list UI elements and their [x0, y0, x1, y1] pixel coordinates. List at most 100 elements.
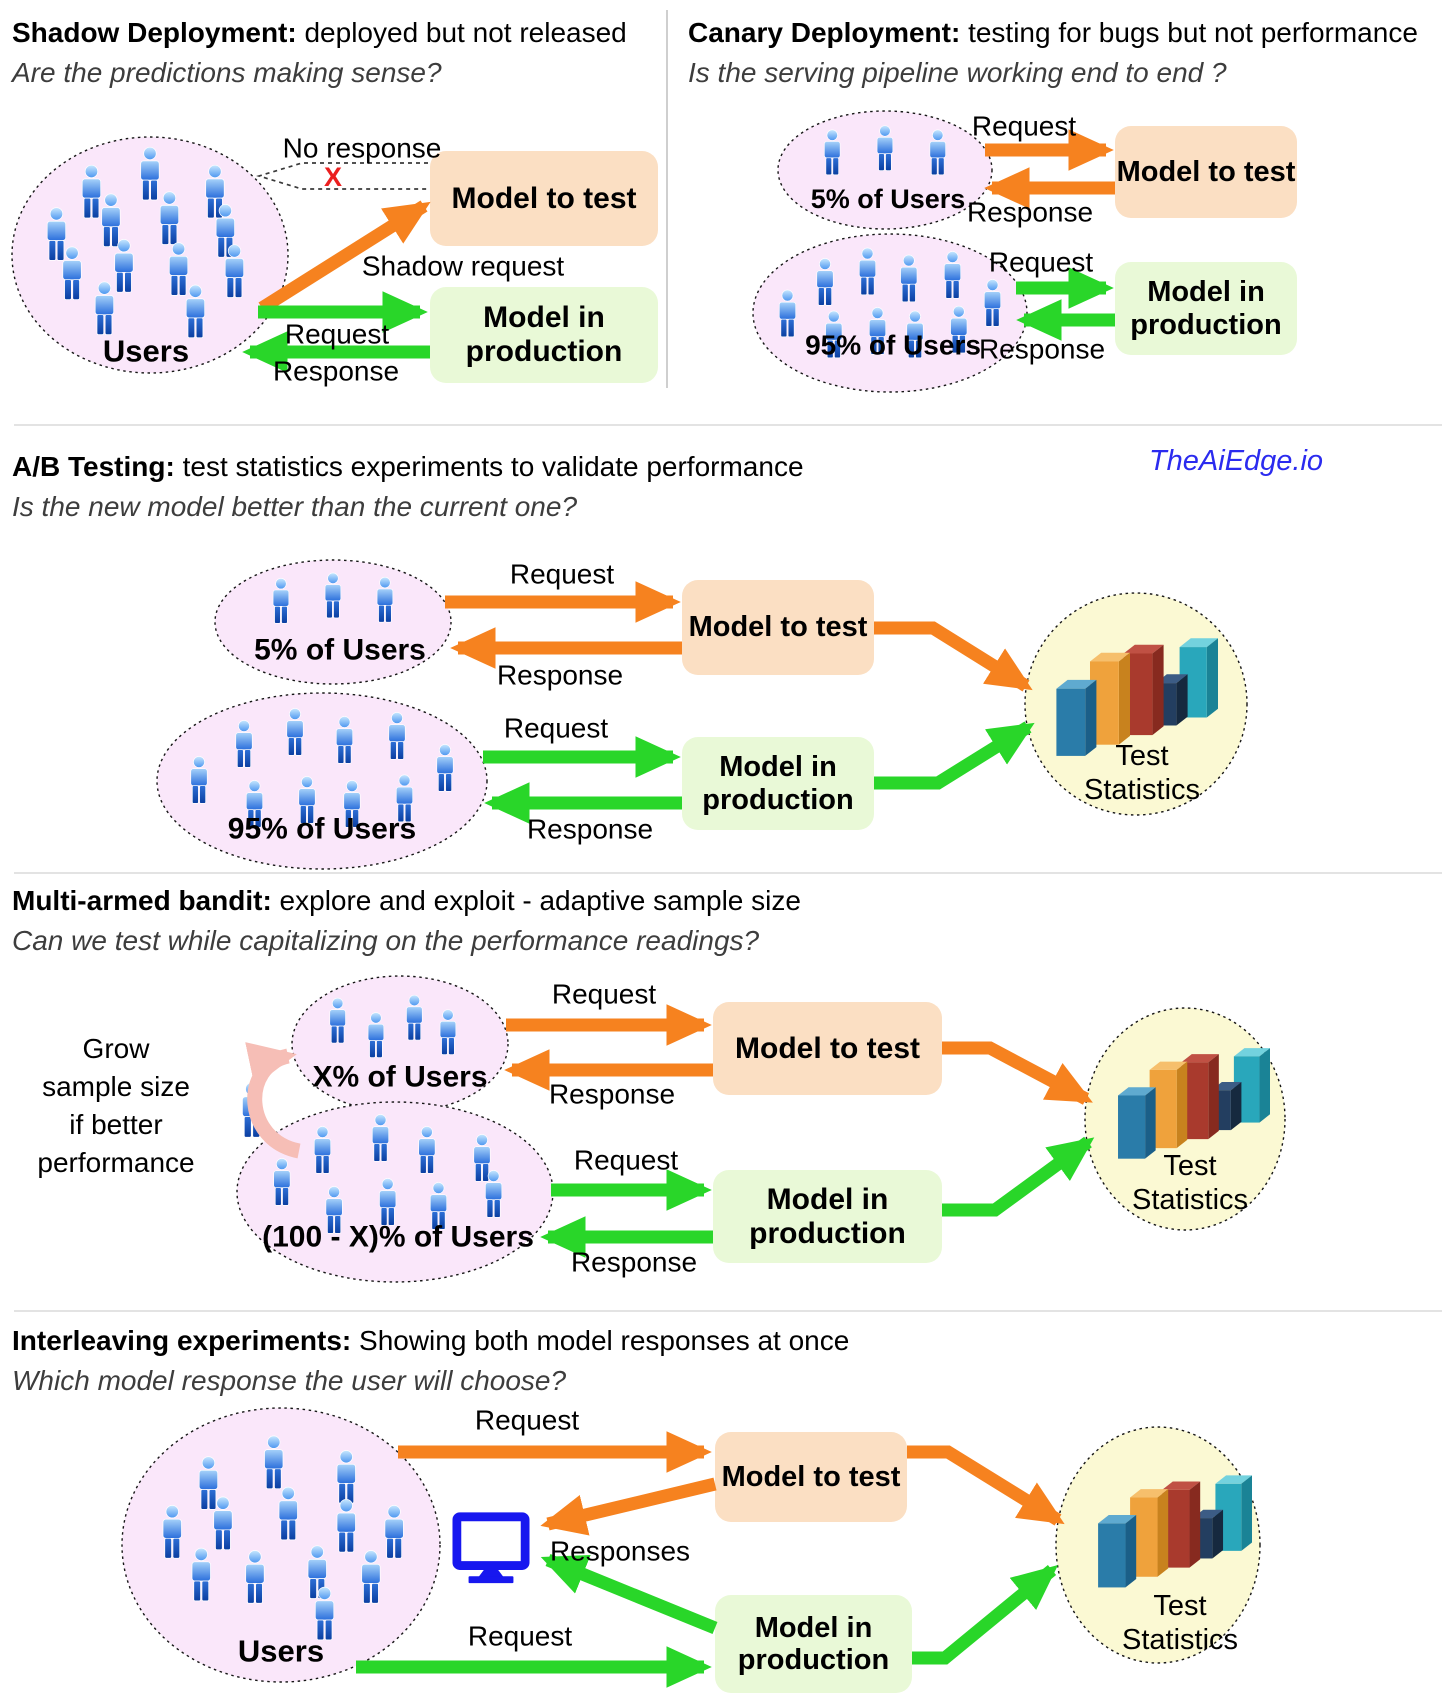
shadow-model-in-production-label: Model in production	[465, 301, 623, 368]
bandit-title-strong: Multi-armed bandit:	[12, 885, 272, 916]
canary-response-prod-label: Response	[978, 333, 1106, 365]
shadow-users-group	[46, 146, 245, 339]
person-icon	[185, 284, 206, 339]
interleaving-request-prod-label: Request	[467, 1620, 573, 1652]
person-icon	[114, 239, 134, 293]
bandit-request-prod-label: Request	[573, 1144, 679, 1176]
shadow-subtitle: Are the predictions making sense?	[12, 57, 442, 88]
person-icon	[191, 1547, 211, 1602]
person-icon	[900, 254, 918, 303]
person-icon	[778, 289, 797, 338]
brand-watermark: TheAiEdge.io	[1148, 444, 1324, 477]
bandit-100-xpct-ellipse	[236, 1101, 554, 1283]
bandit-test-to-stats-arrow	[942, 1041, 1093, 1105]
person-icon	[361, 1550, 381, 1604]
section-divider-1	[14, 424, 1442, 426]
person-icon	[314, 1586, 335, 1641]
person-icon	[140, 146, 160, 201]
shadow-request-label: Shadow request	[361, 250, 565, 282]
canary-title: Canary Deployment: testing for bugs but …	[688, 17, 1418, 49]
person-icon	[485, 1170, 503, 1218]
interleaving-stats-label-line1: Test	[1153, 1589, 1207, 1622]
person-icon	[215, 204, 235, 258]
canary-model-in-production-box: Model in production	[1115, 262, 1297, 355]
bandit-response-test-label: Response	[548, 1078, 676, 1110]
bandit-title: Multi-armed bandit: explore and exploit …	[12, 885, 801, 917]
person-icon	[336, 1450, 356, 1504]
person-icon	[329, 997, 346, 1044]
interleaving-title-strong: Interleaving experiments:	[12, 1325, 352, 1356]
person-icon	[264, 1435, 284, 1490]
person-icon	[278, 1486, 298, 1541]
person-icon	[379, 1178, 397, 1226]
canary-95pct-ellipse	[752, 233, 1028, 393]
person-icon	[242, 1082, 262, 1138]
bandit-grow-person-group	[242, 1082, 262, 1138]
reject-x-mark: X	[323, 161, 343, 192]
bandit-model-to-test-box: Model to test	[713, 1002, 942, 1095]
person-icon	[62, 246, 82, 300]
ab-subtitle: Is the new model better than the current…	[12, 491, 578, 522]
bandit-request-test-label: Request	[551, 978, 657, 1010]
person-icon	[983, 279, 1002, 327]
person-icon	[213, 1496, 233, 1551]
person-icon	[168, 242, 189, 296]
ab-prod-to-stats-arrow	[874, 721, 1035, 790]
person-icon	[418, 1126, 436, 1174]
person-icon	[101, 193, 121, 247]
person-icon	[286, 708, 304, 756]
ab-request-prod-label: Request	[503, 712, 609, 744]
person-icon	[824, 129, 841, 176]
person-icon	[406, 994, 423, 1041]
ab-95pct-label: 95% of Users	[227, 812, 417, 846]
bandit-response-prod-label: Response	[570, 1246, 698, 1278]
person-icon	[313, 1126, 332, 1174]
bandit-100-xpct-label: (100 - X)% of Users	[262, 1220, 534, 1254]
bandit-prod-to-stats-arrow	[942, 1136, 1095, 1217]
ab-stats-label-line2: Statistics	[1083, 773, 1201, 806]
person-icon	[929, 129, 946, 176]
grow-sample-note: Grow sample size if better performance	[37, 1033, 195, 1179]
ab-model-in-production-box: Model in production	[682, 737, 874, 830]
canary-model-to-test-label: Model to test	[1116, 155, 1296, 188]
person-icon	[273, 1158, 291, 1206]
bandit-stats-label-line2: Statistics	[1131, 1183, 1249, 1216]
person-icon	[858, 247, 877, 296]
person-icon	[943, 251, 962, 299]
bandit-100-xpct-group	[273, 1114, 503, 1234]
interleaving-title-rest: Showing both model responses at once	[351, 1325, 850, 1356]
ab-model-in-production-label: Model in production	[702, 751, 854, 816]
person-icon	[367, 1012, 385, 1058]
interleaving-title: Interleaving experiments: Showing both m…	[12, 1325, 850, 1357]
interleaving-stats-label-line2: Statistics	[1121, 1623, 1239, 1656]
shadow-response-text: Response	[272, 355, 400, 387]
no-response-label: No response	[282, 132, 442, 164]
person-icon	[376, 576, 394, 623]
ab-model-to-test-label: Model to test	[688, 611, 868, 644]
monitor-icon	[457, 1517, 525, 1583]
canary-95pct-label: 95% of Users	[805, 329, 981, 361]
ab-5pct-label: 5% of Users	[254, 633, 426, 667]
canary-title-rest: testing for bugs but not performance	[960, 17, 1418, 48]
vertical-section-divider	[666, 10, 668, 388]
person-icon	[159, 191, 180, 245]
interleaving-users-group	[162, 1435, 404, 1641]
person-icon	[439, 1009, 457, 1055]
bandit-xpct-group	[329, 994, 457, 1058]
no-response-dashed-arrow	[256, 162, 428, 190]
person-icon	[371, 1114, 390, 1162]
interleaving-request-test-label: Request	[474, 1404, 580, 1436]
person-icon	[198, 1456, 219, 1510]
person-icon	[46, 207, 67, 261]
canary-5pct-label: 5% of Users	[810, 183, 966, 214]
person-icon	[876, 125, 894, 171]
interleaving-users-label: Users	[237, 1633, 325, 1669]
canary-request-test-label: Request	[971, 110, 1077, 142]
person-icon	[324, 572, 342, 619]
ab-response-test-label: Response	[496, 659, 624, 691]
canary-model-to-test-box: Model to test	[1115, 126, 1297, 218]
canary-subtitle: Is the serving pipeline working end to e…	[688, 57, 1227, 88]
bandit-xpct-label: X% of Users	[312, 1060, 488, 1094]
grow-sample-curved-arrow	[245, 1042, 301, 1159]
